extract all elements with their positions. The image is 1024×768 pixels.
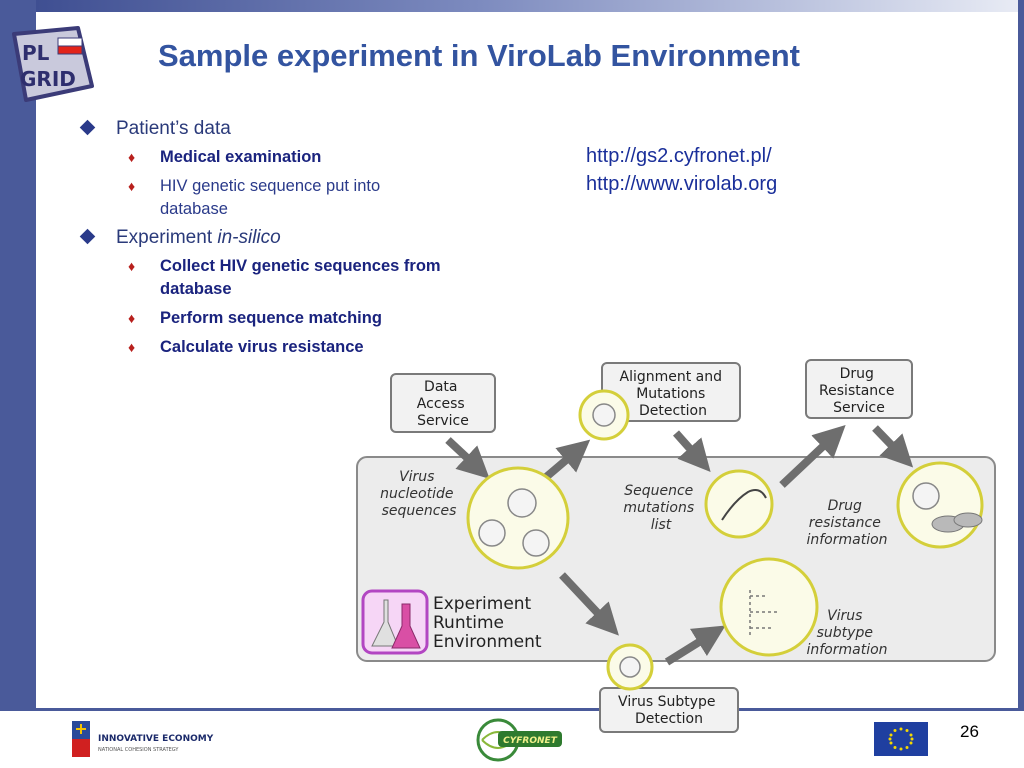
top-gradient-bar xyxy=(36,0,1024,12)
right-frame-bar xyxy=(1018,0,1024,712)
mutations-label: Sequence mutations list xyxy=(623,483,698,533)
flow-arrows xyxy=(445,425,914,666)
plgrid-logo: PL GRID xyxy=(12,26,94,102)
bullet-experiment: Experiment in-silico xyxy=(78,227,498,249)
diamond-subbullet-icon: ♦ xyxy=(128,178,136,194)
left-frame-bar xyxy=(0,0,36,768)
link-virolab[interactable]: http://www.virolab.org xyxy=(586,173,778,195)
eu-flag-icon xyxy=(874,722,928,756)
logo-line1: PL xyxy=(22,41,50,65)
drug-info-label: Drug resistance information xyxy=(806,498,887,548)
subtype-service-box: Virus Subtype Detection xyxy=(599,687,739,733)
diamond-subbullet-icon: ♦ xyxy=(128,258,136,274)
sequence-strand-icon xyxy=(721,489,767,521)
sub-bullet: ♦ Calculate virus resistance xyxy=(78,336,478,359)
innovative-economy-logo: INNOVATIVE ECONOMY NATIONAL COHESION STR… xyxy=(72,721,214,757)
svg-text:Data Access Servic: Data Access Service xyxy=(417,379,469,429)
sub-bullet: ♦ Collect HIV genetic sequences from dat… xyxy=(128,257,441,298)
links: http://gs2.cyfronet.pl/ http://www.virol… xyxy=(586,142,777,198)
page-number: 26 xyxy=(960,722,979,741)
svg-text:Virus Subtype Detection: Virus Subtype Detection xyxy=(618,694,720,727)
link-gs2[interactable]: http://gs2.cyfronet.pl/ xyxy=(586,145,772,167)
diamond-subbullet-icon: ♦ xyxy=(128,310,136,326)
sub-bullet: ♦ Perform sequence matching xyxy=(78,307,478,330)
sub-bullet: ♦ HIV genetic sequence put into database xyxy=(128,177,381,218)
svg-text:Alignment and Mutations: Alignment and Mutations Detection xyxy=(620,369,727,419)
alignment-service-box: Alignment and Mutations Detection xyxy=(601,362,741,422)
slide-title: Sample experiment in ViroLab Environment xyxy=(158,38,800,73)
bullet-patients-data: Patient’s data xyxy=(78,118,498,140)
svg-text:INNOVATIVE ECONOMY: INNOVATIVE ECONOMY xyxy=(98,734,214,744)
subtype-info-label: Virus subtype information xyxy=(806,608,887,658)
svg-text:NATIONAL COHESION STRATEGY: NATIONAL COHESION STRATEGY xyxy=(98,747,179,753)
tree-icon xyxy=(749,590,780,636)
nucleotide-label: Virus nucleotide sequences xyxy=(380,469,458,519)
bullet-list: Patient’s data ♦ Medical examination ♦ H… xyxy=(78,118,498,365)
virus-icon xyxy=(478,403,940,678)
diamond-subbullet-icon: ♦ xyxy=(128,339,136,355)
logo-line2: GRID xyxy=(20,67,76,91)
workflow-diagram: Data Access Service Alignment and Mutati… xyxy=(356,359,996,733)
diamond-subbullet-icon: ♦ xyxy=(128,149,136,165)
svg-text:Drug Resistance Se: Drug Resistance Service xyxy=(819,366,899,416)
runtime-label: Experiment Runtime Environment xyxy=(433,594,542,652)
footer-divider xyxy=(36,708,1024,711)
data-access-service-box: Data Access Service xyxy=(390,373,496,433)
drug-resistance-service-box: Drug Resistance Service xyxy=(805,359,913,419)
diamond-bullet-icon xyxy=(79,228,96,245)
cyfronet-logo: CYFRONET xyxy=(476,718,562,762)
flask-icon xyxy=(361,589,429,655)
diamond-bullet-icon xyxy=(79,119,96,136)
sub-bullet: ♦ Medical examination xyxy=(78,146,478,169)
pill-icon xyxy=(931,512,983,533)
svg-text:CYFRONET: CYFRONET xyxy=(503,736,558,746)
